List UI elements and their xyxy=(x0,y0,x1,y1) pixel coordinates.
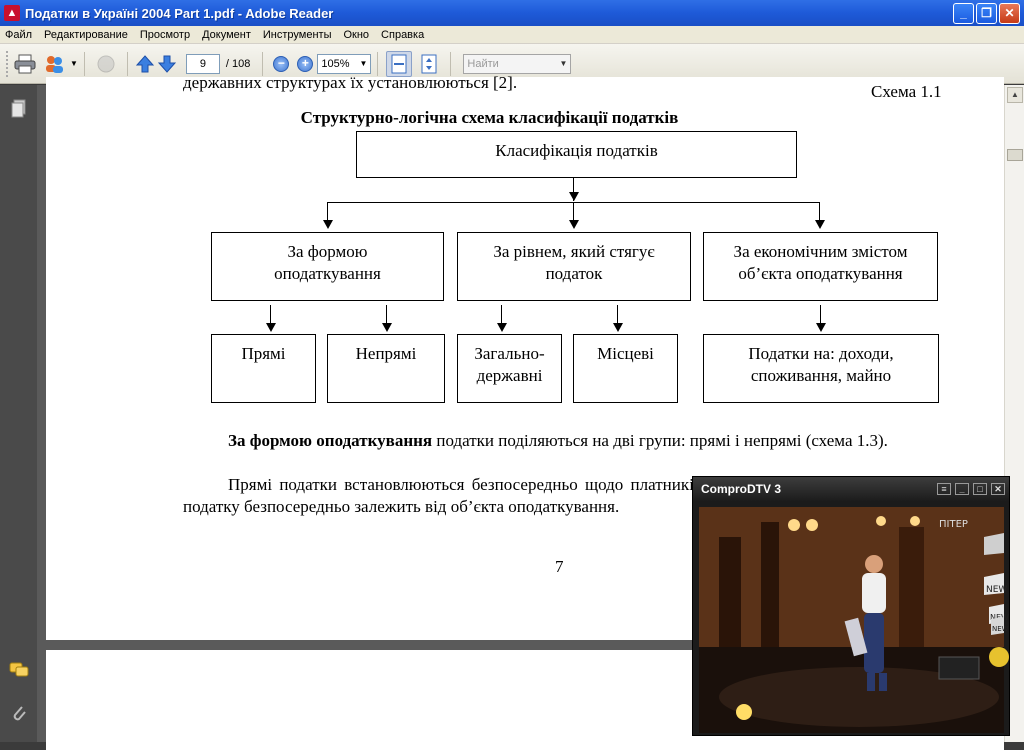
diagram-level1-box: За економічним змістом об’єкта оподаткув… xyxy=(703,232,938,301)
connector-arrow xyxy=(266,323,276,332)
fit-width-icon xyxy=(391,54,407,73)
scrollbar-thumb[interactable] xyxy=(1007,149,1023,161)
menu-document[interactable]: Документ xyxy=(202,28,251,41)
dtv-menu-button[interactable]: ≡ xyxy=(937,483,951,495)
diagram-level2-box: Прямі xyxy=(211,334,316,403)
print-button[interactable] xyxy=(12,51,38,77)
toolbar-separator xyxy=(377,51,379,76)
arrow-down-icon xyxy=(157,55,177,73)
arrow-up-icon xyxy=(135,54,155,72)
dtv-maximize-button[interactable]: □ xyxy=(973,483,987,495)
stage-sign: NEW xyxy=(992,625,1009,633)
menu-window[interactable]: Окно xyxy=(343,28,370,41)
menu-bar: Файл Редактирование Просмотр Документ Ин… xyxy=(0,26,1024,44)
title-bar: ▲ Податки в Україні 2004 Part 1.pdf - Ad… xyxy=(0,0,1024,26)
stage-sign: NEW xyxy=(990,613,1009,622)
printer-icon xyxy=(14,54,36,73)
connector-arrow xyxy=(382,323,392,332)
hand-icon xyxy=(97,55,115,72)
connector xyxy=(617,305,618,325)
scheme-title: Структурно-логічна схема класифікації по… xyxy=(300,108,679,127)
zoom-out-button[interactable]: − xyxy=(273,55,290,72)
fit-page-button[interactable] xyxy=(416,51,442,77)
diagram-level2-box: Непрямі xyxy=(327,334,445,403)
menu-edit[interactable]: Редактирование xyxy=(44,28,128,41)
zoom-value: 105% xyxy=(321,57,350,70)
diagram-level2-box: Місцеві xyxy=(573,334,678,403)
diagram-level2-box: Податки на: доходи, споживання, майно xyxy=(703,334,939,403)
toolbar-separator xyxy=(450,51,452,76)
page-number: 7 xyxy=(555,557,564,576)
dtv-title-bar[interactable]: ComproDTV 3 ≡ _ □ ✕ xyxy=(693,477,1009,501)
minimize-button[interactable]: _ xyxy=(953,2,974,24)
diagram-level1-box: За формою оподаткування xyxy=(211,232,444,301)
page-total: / 108 xyxy=(225,57,251,70)
menu-help[interactable]: Справка xyxy=(381,28,425,41)
tv-video-frame: ПІТЕР NEW NEW NEW xyxy=(699,507,1009,733)
scroll-up-button[interactable]: ▲ xyxy=(1007,87,1023,103)
diagram-level2-box: Загально-державні xyxy=(457,334,562,403)
zoom-in-button[interactable]: + xyxy=(297,55,314,72)
find-input[interactable]: Найти ▼ xyxy=(463,53,572,74)
adobe-reader-icon: ▲ xyxy=(4,5,20,21)
stage-sign: NEW xyxy=(986,585,1007,595)
close-button[interactable]: ✕ xyxy=(999,2,1020,24)
zoom-select[interactable]: 105% ▼ xyxy=(317,53,372,74)
window-title: Податки в Україні 2004 Part 1.pdf - Adob… xyxy=(25,5,334,21)
share-button[interactable] xyxy=(42,51,68,77)
connector xyxy=(501,305,502,325)
connector-arrow xyxy=(569,192,579,201)
find-placeholder: Найти xyxy=(467,57,499,70)
connector-arrow xyxy=(497,323,507,332)
menu-file[interactable]: Файл xyxy=(5,28,33,41)
connector xyxy=(573,202,574,224)
chevron-down-icon[interactable]: ▼ xyxy=(559,59,568,68)
connector xyxy=(270,305,271,325)
connector-arrow xyxy=(815,220,825,229)
fit-width-button[interactable] xyxy=(386,50,413,77)
pages-icon[interactable] xyxy=(9,99,29,119)
connector-arrow xyxy=(613,323,623,332)
connector-arrow xyxy=(816,323,826,332)
menu-tools[interactable]: Инструменты xyxy=(262,28,332,41)
tv-scene: ПІТЕР NEW NEW NEW xyxy=(699,507,1009,733)
maximize-button[interactable]: ❐ xyxy=(976,2,997,24)
chevron-down-icon: ▼ xyxy=(359,59,368,68)
page-number-input[interactable]: 9 xyxy=(185,53,220,74)
connector xyxy=(386,305,387,325)
connector xyxy=(327,202,328,224)
toolbar-separator xyxy=(262,51,264,76)
compro-dtv-window[interactable]: ComproDTV 3 ≡ _ □ ✕ ПІТЕР NEW NEW NEW xyxy=(692,476,1010,736)
dtv-minimize-button[interactable]: _ xyxy=(955,483,969,495)
toolbar-separator xyxy=(126,51,128,76)
dtv-title: ComproDTV 3 xyxy=(701,482,782,496)
connector-arrow xyxy=(569,220,579,229)
toolbar-separator xyxy=(83,51,85,76)
channel-logo: ПІТЕР xyxy=(939,519,968,530)
share-dropdown-icon[interactable]: ▼ xyxy=(70,59,78,68)
dtv-close-button[interactable]: ✕ xyxy=(991,483,1005,495)
attachment-icon[interactable] xyxy=(9,703,29,723)
cut-off-text-line: державних структурах їх установлюються [… xyxy=(183,73,518,92)
paragraph-1-text: податки поділяються на дві групи: прямі … xyxy=(436,431,888,450)
diagram-root-box: Класифікація податків xyxy=(356,131,797,178)
paragraph-1-bold: За формою оподаткування xyxy=(228,431,433,450)
next-page-button[interactable] xyxy=(156,53,178,75)
connector xyxy=(819,202,820,224)
diagram-level1-box: За рівнем, який стягує податок xyxy=(457,232,691,301)
menu-view[interactable]: Просмотр xyxy=(139,28,191,41)
toolbar-grip[interactable] xyxy=(6,50,10,77)
people-icon xyxy=(46,55,63,73)
connector xyxy=(573,178,574,201)
previous-page-button[interactable] xyxy=(134,53,156,75)
fit-page-icon xyxy=(421,54,437,73)
hand-tool-button[interactable] xyxy=(93,51,119,77)
scheme-label: Схема 1.1 xyxy=(871,82,942,101)
comments-icon[interactable] xyxy=(9,661,29,681)
connector-arrow xyxy=(323,220,333,229)
paragraph-1: За формою оподаткування податки поділяют… xyxy=(183,430,953,452)
navigation-pane xyxy=(0,85,37,742)
connector xyxy=(820,305,821,325)
